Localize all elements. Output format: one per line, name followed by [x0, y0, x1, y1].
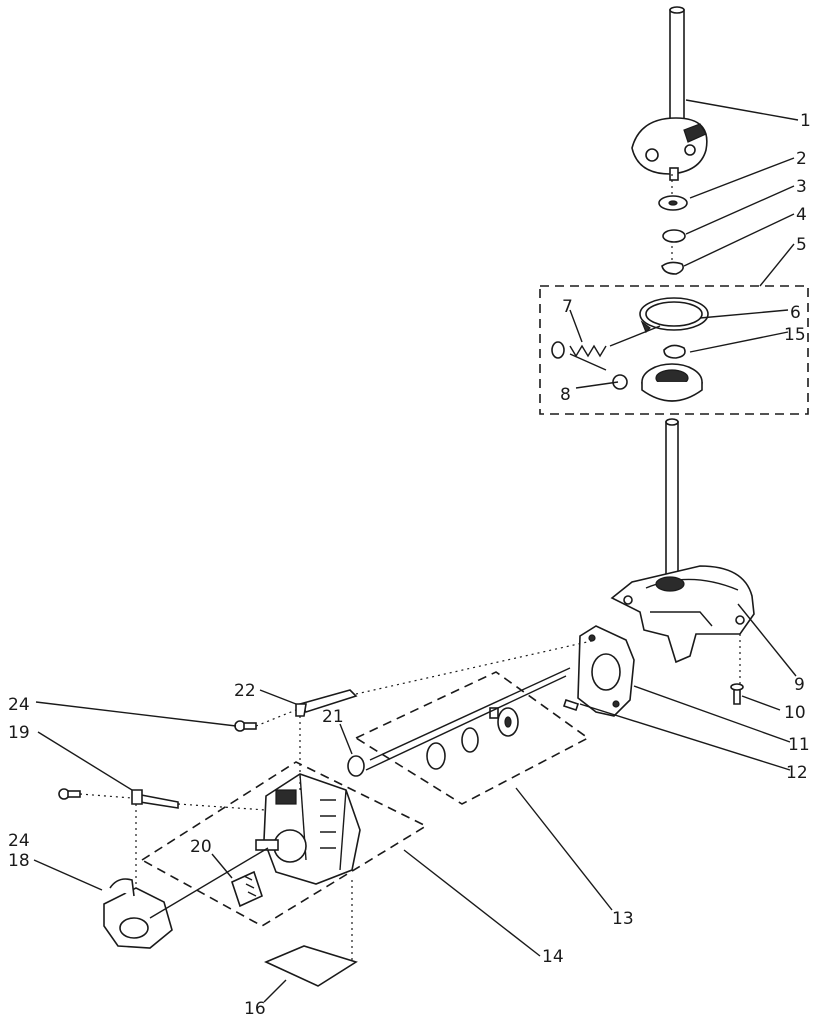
- motor-assembly-box: [140, 761, 428, 927]
- bracket-upper-part: [295, 689, 358, 717]
- gearcase-part: [610, 565, 755, 664]
- label-part-8: 8: [560, 385, 571, 405]
- shield-part: [264, 945, 358, 987]
- drive-shaft-part: [665, 418, 679, 591]
- agitator-shaft-part: [631, 6, 708, 181]
- retaining-ring-part: [662, 229, 686, 243]
- bolt-part: [562, 698, 580, 712]
- clutch-assembly-box: [539, 285, 809, 415]
- switch-clip-part: [231, 870, 263, 908]
- label-part-14: 14: [542, 947, 564, 967]
- coupling-assembly-box: [354, 671, 590, 805]
- label-part-16: 16: [244, 999, 266, 1019]
- screw-upper-part: [234, 720, 257, 732]
- label-part-6: 6: [790, 303, 801, 323]
- label-part-21: 21: [322, 707, 344, 727]
- washer-part: [658, 195, 688, 211]
- label-part-1: 1: [800, 111, 811, 131]
- screw-lower-part: [58, 788, 81, 800]
- label-part-24-lower: 24: [8, 831, 30, 851]
- bushing-part: [347, 755, 365, 777]
- mounting-plate-part: [577, 625, 635, 717]
- coupling-part: [426, 707, 519, 770]
- clutch-hub-part: [641, 363, 703, 402]
- label-part-10: 10: [784, 703, 806, 723]
- label-part-24-upper: 24: [8, 695, 30, 715]
- screw-part: [730, 683, 744, 705]
- spring-ring-part: [639, 297, 709, 334]
- motor-part: [255, 773, 361, 885]
- label-part-13: 13: [612, 909, 634, 929]
- label-part-5: 5: [796, 235, 807, 255]
- label-part-9: 9: [794, 675, 805, 695]
- label-part-19: 19: [8, 723, 30, 743]
- spring-part: [551, 341, 628, 390]
- snap-ring-part: [661, 261, 684, 275]
- label-part-20: 20: [190, 837, 212, 857]
- label-part-4: 4: [796, 205, 807, 225]
- label-part-2: 2: [796, 149, 807, 169]
- label-part-7: 7: [562, 297, 573, 317]
- label-part-11: 11: [788, 735, 810, 755]
- label-part-22: 22: [234, 681, 256, 701]
- label-part-12: 12: [786, 763, 808, 783]
- bracket-lower-part: [131, 789, 179, 809]
- label-part-18: 18: [8, 851, 30, 871]
- leader-lines: [33, 99, 799, 1003]
- label-part-15: 15: [784, 325, 806, 345]
- clip-part: [663, 344, 686, 359]
- label-part-3: 3: [796, 177, 807, 197]
- pump-part: [103, 878, 173, 949]
